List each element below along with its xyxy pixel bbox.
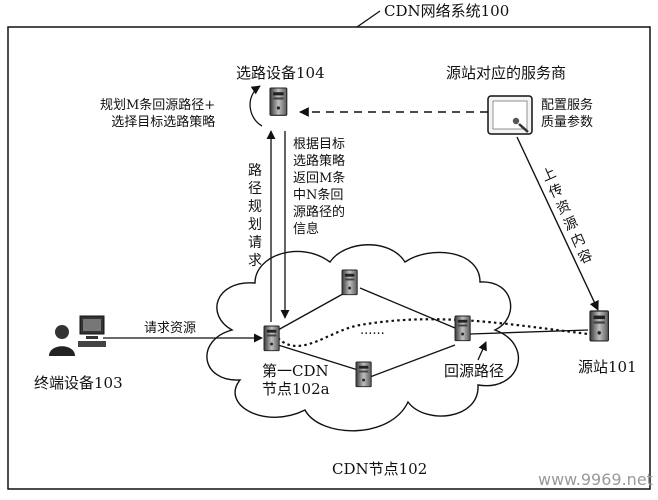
- provider-config-note: 配置服务 质量参数: [541, 98, 594, 130]
- first-cdn-node-label: 第一CDN 节点102a: [262, 362, 330, 398]
- first-cdn-node-server-icon: [263, 325, 280, 352]
- router-planning-note: 规划M条回源路径+ 选择目标选路策略: [100, 98, 216, 130]
- cdn-node-bottom-server-icon: [355, 361, 372, 388]
- return-path-dotted: [277, 318, 589, 348]
- origin-label: 源站101: [578, 358, 637, 376]
- system-frame: [7, 26, 651, 490]
- provider-label: 源站对应的服务商: [446, 64, 567, 82]
- return-path-info-label: 根据目标 选路策略 返回M条 中N条回 源路径的 信息: [293, 137, 346, 237]
- provider-tablet-icon: [487, 95, 533, 135]
- request-resource-label: 请求资源: [144, 321, 197, 336]
- route-plan-request-label: 路径规划请求: [248, 163, 262, 269]
- watermark: www.9969.net: [538, 470, 653, 489]
- router-planning-loop-arrow: [249, 85, 263, 127]
- cdn-node-top-server-icon: [341, 269, 358, 296]
- system-title: CDN网络系统100: [384, 2, 510, 20]
- return-path-label: 回源路径: [444, 362, 505, 380]
- router-label: 选路设备104: [236, 64, 325, 82]
- origin-server-icon: [589, 310, 609, 342]
- cdn-dots: ......: [360, 323, 385, 338]
- title-callout-line: [356, 10, 381, 28]
- terminal-device-icon: [49, 315, 106, 356]
- return-path-pointer-arrow: [477, 341, 487, 361]
- cdn-node-right-server-icon: [454, 315, 471, 342]
- terminal-label: 终端设备103: [34, 374, 123, 392]
- router-server-icon: [269, 87, 288, 116]
- upload-content-arrow: [516, 136, 599, 311]
- cdn-cloud-label: CDN节点102: [332, 460, 428, 478]
